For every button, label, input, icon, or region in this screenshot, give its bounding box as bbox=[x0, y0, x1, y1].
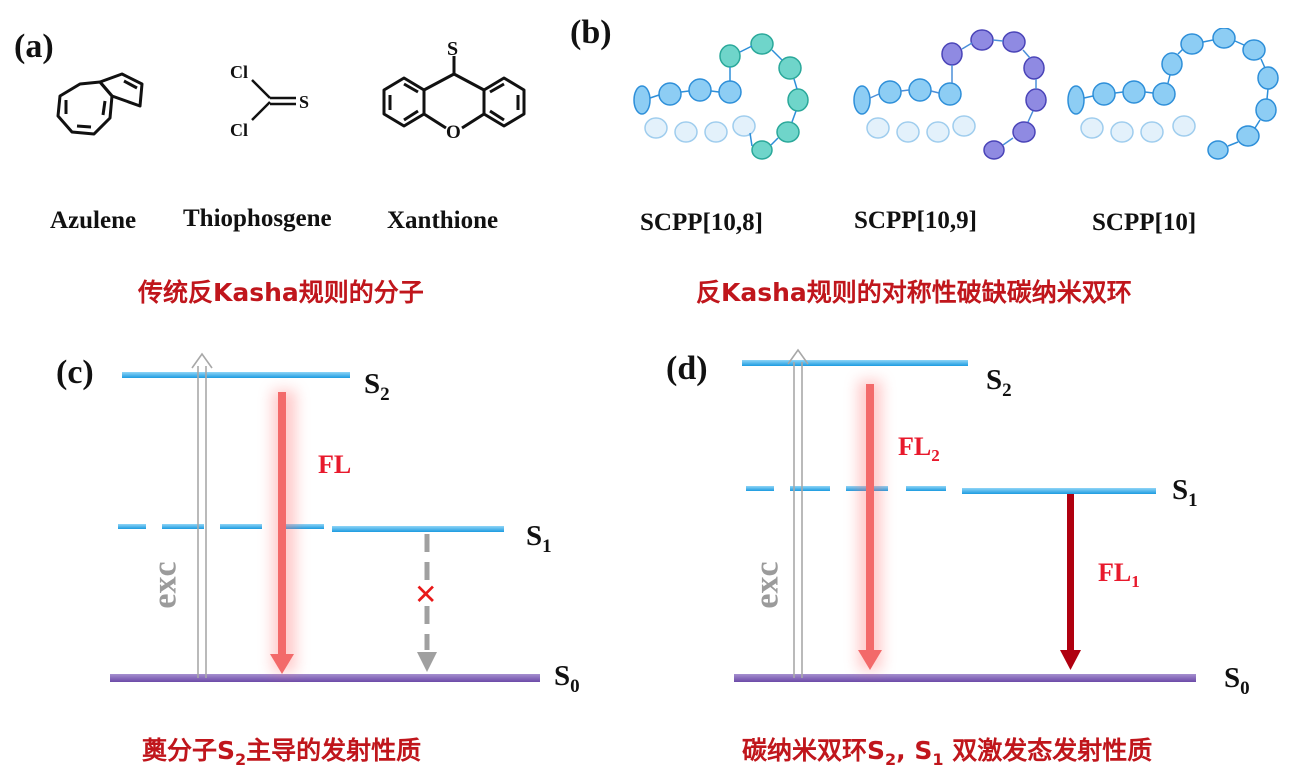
xanthione-o: O bbox=[446, 122, 461, 143]
scpp-10-9-structure bbox=[853, 29, 1047, 160]
panel-d-label: (d) bbox=[666, 350, 708, 387]
panel-c-s0-label: S0 bbox=[554, 660, 580, 697]
thiophosgene-label: Thiophosgene bbox=[183, 205, 332, 232]
panel-d-energy-diagram bbox=[734, 348, 1196, 682]
panel-d-exc-label: exc bbox=[748, 561, 786, 609]
azulene-label: Azulene bbox=[50, 207, 137, 234]
panel-c-s2-label: S2 bbox=[364, 368, 390, 405]
panel-b-label: (b) bbox=[570, 14, 612, 51]
thiophosgene-cl-bottom: Cl bbox=[230, 120, 248, 140]
panel-c-forbidden-cross: ✕ bbox=[414, 578, 438, 611]
scpp-10-8-label: SCPP[10,8] bbox=[640, 209, 763, 236]
thiophosgene-s: S bbox=[299, 92, 309, 112]
scpp-10-label: SCPP[10] bbox=[1092, 209, 1197, 236]
thiophosgene-cl-top: Cl bbox=[230, 62, 248, 82]
xanthione-s: S bbox=[447, 40, 458, 60]
scpp-10-9-label: SCPP[10,9] bbox=[854, 207, 977, 234]
panel-c-s1-label: S1 bbox=[526, 520, 552, 557]
panel-d-s2-label: S2 bbox=[986, 364, 1012, 401]
xanthione-structure: S O bbox=[382, 40, 526, 143]
panel-a-caption: 传统反Kasha规则的分子 bbox=[138, 278, 424, 307]
panel-a-label: (a) bbox=[14, 28, 54, 65]
panel-d-fl1-label: FL1 bbox=[1098, 558, 1140, 592]
panel-c-caption: 薁分子S2主导的发射性质 bbox=[142, 736, 422, 769]
panel-d-s0-label: S0 bbox=[1224, 662, 1250, 699]
panel-c-fl-label: FL bbox=[318, 450, 352, 479]
xanthione-label: Xanthione bbox=[387, 207, 499, 234]
thiophosgene-structure: Cl Cl S bbox=[230, 62, 309, 140]
panel-c-energy-diagram bbox=[110, 352, 540, 682]
panel-b-caption: 反Kasha规则的对称性破缺碳纳米双环 bbox=[696, 278, 1132, 307]
azulene-structure bbox=[56, 72, 144, 136]
panel-d-caption: 碳纳米双环S2, S1 双激发态发射性质 bbox=[742, 736, 1153, 769]
scpp-10-8-structure bbox=[633, 33, 809, 160]
scpp-10-structure bbox=[1067, 28, 1279, 160]
panel-c-label: (c) bbox=[56, 354, 94, 391]
panel-c-exc-label: exc bbox=[146, 561, 184, 609]
panel-d-fl2-label: FL2 bbox=[898, 432, 940, 466]
panel-d-s1-label: S1 bbox=[1172, 474, 1198, 511]
